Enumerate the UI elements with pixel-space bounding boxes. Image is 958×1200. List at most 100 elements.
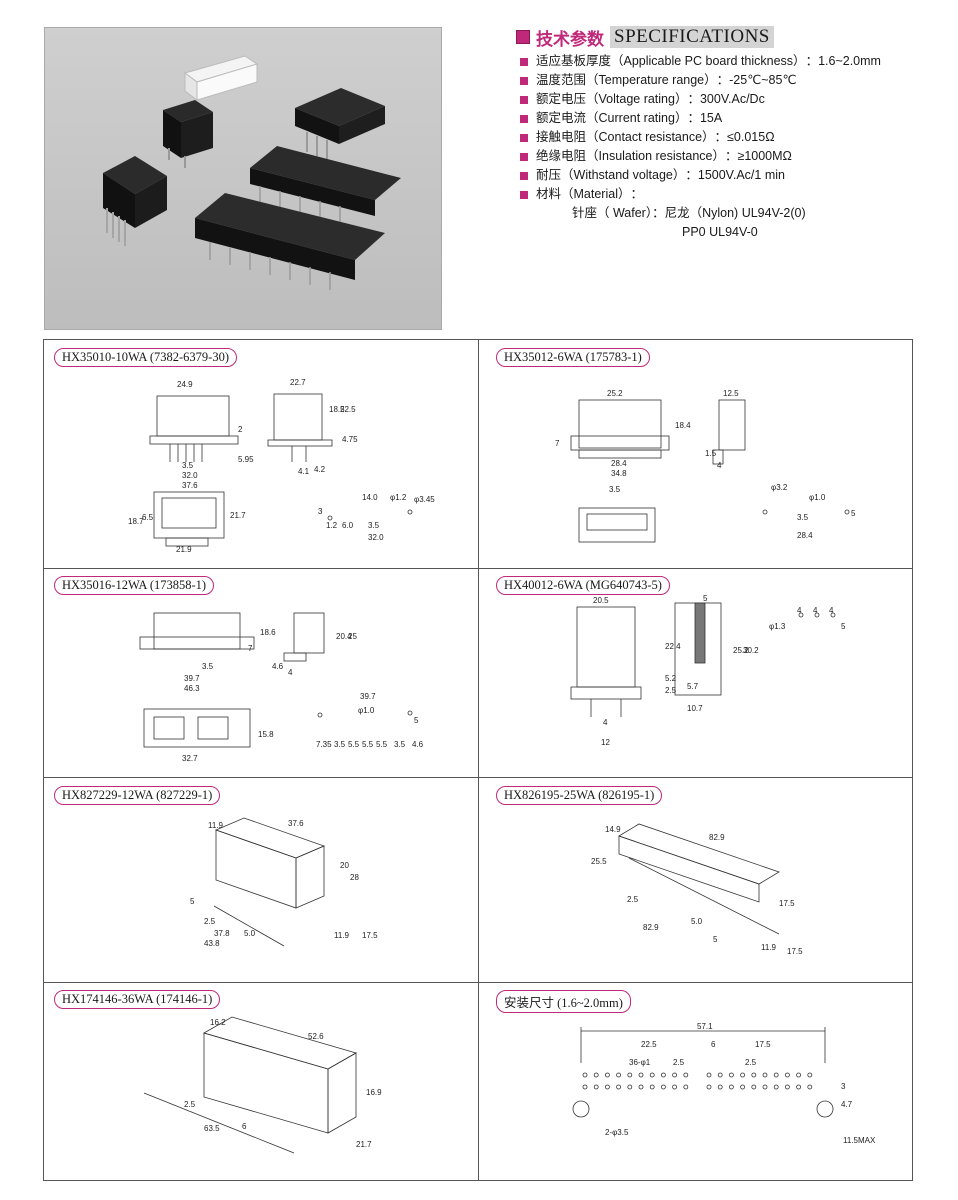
dim-label: 11.5MAX <box>843 1136 876 1145</box>
mounting-pin-hole <box>773 1072 779 1078</box>
mounting-pin-hole <box>807 1084 813 1090</box>
dim-label: 21.7 <box>356 1140 372 1149</box>
dim-label: 4.6 <box>272 662 284 671</box>
dim-label: 5 <box>851 509 856 518</box>
mounting-pin-hole <box>751 1072 757 1078</box>
dim-label: 3 <box>318 507 323 516</box>
square-bullet-icon <box>520 57 528 66</box>
product-photo <box>44 27 442 330</box>
dim-label: φ1.2 <box>390 493 407 502</box>
drawing-hx35010: 24.9 22.7 18.5 22.5 2 4.75 5.95 3.5 32.0… <box>128 378 435 554</box>
dim-label: 4 <box>813 606 818 615</box>
drawing-grid: HX35010-10WA (7382-6379-30) HX35012-6WA … <box>43 339 913 1181</box>
dim-label: 5.5 <box>376 740 388 749</box>
dim-label: 5.0 <box>244 929 256 938</box>
mounting-pin-hole <box>740 1072 746 1078</box>
mounting-pin-hole <box>672 1084 678 1090</box>
square-bullet-icon <box>520 114 528 123</box>
mounting-pin-hole <box>728 1072 734 1078</box>
panel-label-hx35016: HX35016-12WA (173858-1) <box>54 576 215 595</box>
dim-label: 43.8 <box>204 939 220 948</box>
dim-label: 21.9 <box>176 545 192 554</box>
grid-divider-vertical <box>478 340 479 1180</box>
dim-label: 3.5 <box>797 513 809 522</box>
black-connector-upper-right <box>295 88 385 160</box>
connector-photo-illustration <box>103 55 401 290</box>
spec-row: 额定电流（Current rating）：15A <box>516 109 936 128</box>
mounting-pin-hole <box>717 1072 723 1078</box>
spec-row: 适应基板厚度（Applicable PC board thickness）：1.… <box>516 52 936 71</box>
dim-label: 20.4 <box>336 632 352 641</box>
dim-label: 3.5 <box>609 485 621 494</box>
spec-cn: 适应基板厚度 <box>536 54 612 68</box>
mounting-pin-hole <box>706 1072 712 1078</box>
dim-label: 46.3 <box>184 684 200 693</box>
spec-row: 接触电阻（Contact resistance）：≤0.015Ω <box>516 128 936 147</box>
dim-label: 5 <box>841 622 846 631</box>
mounting-pin-hole <box>649 1072 655 1078</box>
mounting-pin-hole <box>582 1084 588 1090</box>
dim-label: 28.4 <box>611 459 627 468</box>
dim-label: 2.5 <box>184 1100 196 1109</box>
spec-value: ：-25℃~85℃ <box>716 73 797 87</box>
dim-label: 3.5 <box>368 521 380 530</box>
dim-label: 18.5 <box>329 405 345 414</box>
mounting-pin-hole <box>593 1084 599 1090</box>
dim-label: 32.0 <box>182 471 198 480</box>
mounting-pin-hole <box>660 1072 666 1078</box>
dim-label: 5.0 <box>691 917 703 926</box>
panel-label-hx35010: HX35010-10WA (7382-6379-30) <box>54 348 237 367</box>
grid-divider-row-2 <box>44 777 912 778</box>
specifications-heading: 技术参数 SPECIFICATIONS <box>516 26 936 50</box>
dim-label: 24.9 <box>177 380 193 389</box>
dim-label: 5.5 <box>348 740 360 749</box>
spec-material-ppo: PP0 UL94V-0 <box>682 225 758 239</box>
dim-label: 16.9 <box>366 1088 382 1097</box>
dim-label: 32.7 <box>182 754 198 763</box>
dim-label: 5 <box>190 897 195 906</box>
dim-label: 32.0 <box>368 533 384 542</box>
dim-label: 5 <box>414 716 419 725</box>
dim-label: 5.95 <box>238 455 254 464</box>
drawing-hx827229: 11.9 37.6 20 28 5 2.5 37.8 5.0 43.8 11.9… <box>190 817 378 948</box>
square-bullet-icon <box>520 171 528 180</box>
dim-label: 16.2 <box>210 1018 226 1027</box>
mounting-pin-hole <box>616 1084 622 1090</box>
dim-label: 10.7 <box>687 704 703 713</box>
grid-divider-row-3 <box>44 982 912 983</box>
dim-label: φ1.0 <box>809 493 826 502</box>
dim-label: φ3.45 <box>414 495 435 504</box>
square-bullet-icon <box>520 133 528 142</box>
dim-label: 11.9 <box>761 943 777 952</box>
mounting-pin-hole <box>762 1072 768 1078</box>
mounting-pin-hole <box>616 1072 622 1078</box>
dim-label: 20 <box>340 861 349 870</box>
mounting-pin-hole <box>649 1084 655 1090</box>
dim-label: 7 <box>555 439 560 448</box>
dim-label: 12.5 <box>723 389 739 398</box>
dim-label: 37.6 <box>182 481 198 490</box>
spec-title-cn: 技术参数 <box>536 29 604 50</box>
dim-label: 4 <box>829 606 834 615</box>
dim-label: 3.5 <box>334 740 346 749</box>
grid-divider-row-1 <box>44 568 912 569</box>
mounting-pin-hole <box>807 1072 813 1078</box>
dim-label: 5.7 <box>687 682 699 691</box>
dim-label: 1.2 <box>326 521 338 530</box>
panel-label-hx35012: HX35012-6WA (175783-1) <box>496 348 650 367</box>
dim-label: 14.9 <box>605 825 621 834</box>
dim-label: 4 <box>797 606 802 615</box>
spec-value: ：≤0.015Ω <box>714 130 775 144</box>
dim-label: 22.4 <box>665 642 681 651</box>
mounting-pin-hole <box>751 1084 757 1090</box>
spec-value: ： <box>630 187 643 201</box>
mounting-pin-hole <box>706 1084 712 1090</box>
dim-label: 5.2 <box>665 674 677 683</box>
dim-label: 25 <box>348 632 357 641</box>
dim-label: 25.2 <box>733 646 749 655</box>
dim-label: 4.7 <box>841 1100 853 1109</box>
square-bullet-icon <box>520 76 528 85</box>
dim-label: 6 <box>711 1040 716 1049</box>
dim-label: 5.5 <box>362 740 374 749</box>
specifications-block: 技术参数 SPECIFICATIONS 适应基板厚度（Applicable PC… <box>516 26 936 242</box>
